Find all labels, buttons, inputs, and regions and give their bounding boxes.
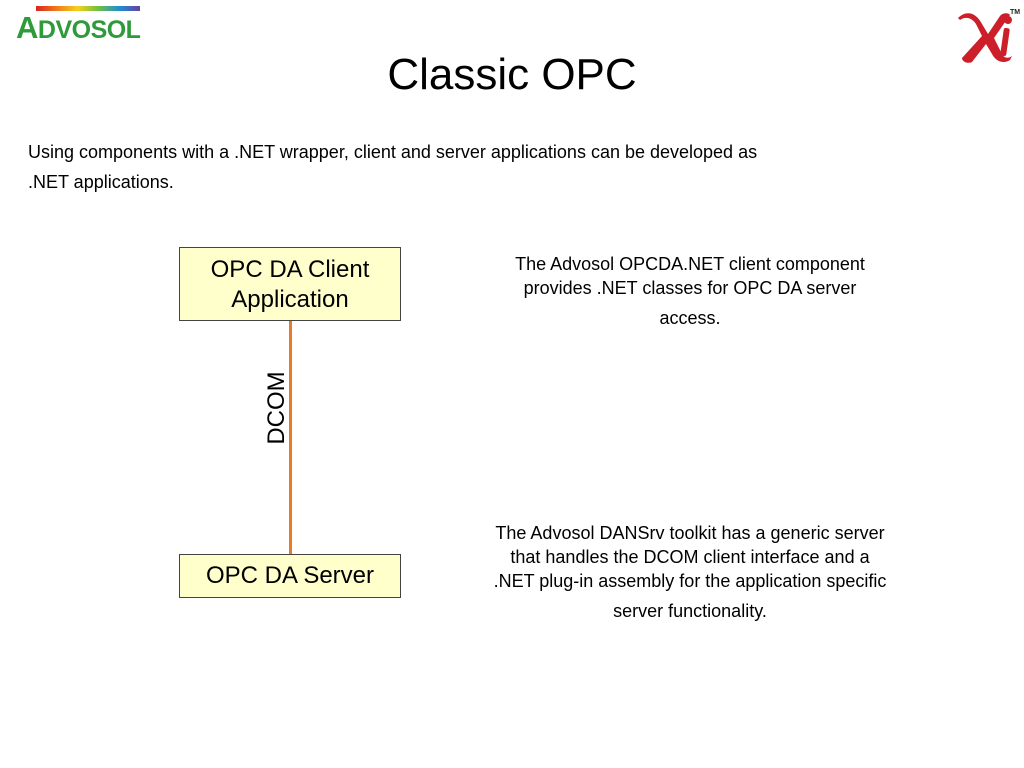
slide-title: Classic OPC (387, 50, 637, 99)
client-note-line-3: access. (659, 308, 721, 328)
dcom-connector-line (289, 321, 292, 554)
advosol-wordmark: ADVOSOL (16, 10, 141, 45)
server-note-line-1: The Advosol DANSrv toolkit has a generic… (495, 523, 885, 543)
client-note-line-2: provides .NET classes for OPC DA server (523, 278, 857, 298)
dcom-label: DCOM (263, 371, 290, 445)
intro-text-line-1: Using components with a .NET wrapper, cl… (28, 142, 758, 162)
server-note-line-2: that handles the DCOM client interface a… (510, 547, 870, 567)
opc-da-client-box: OPC DA Client Application (179, 247, 401, 321)
server-note-line-3: .NET plug-in assembly for the applicatio… (493, 571, 887, 591)
client-note-line-1: The Advosol OPCDA.NET client component (515, 254, 865, 274)
client-box-line-2: Application (231, 286, 349, 313)
intro-text-line-2: .NET applications. (28, 172, 174, 192)
xi-logo-graphic: TM (958, 9, 1020, 63)
xi-logo: TM (952, 4, 1022, 66)
server-box-label: OPC DA Server (205, 562, 375, 589)
rainbow-bar (36, 6, 140, 11)
client-component-note: The Advosol OPCDA.NET client component p… (440, 252, 940, 330)
opc-da-server-box: OPC DA Server (179, 554, 401, 598)
server-toolkit-note: The Advosol DANSrv toolkit has a generic… (440, 521, 940, 623)
advosol-logo: ADVOSOL (16, 6, 141, 45)
client-box-line-1: OPC DA Client (210, 256, 370, 283)
server-note-line-4: server functionality. (613, 601, 767, 621)
trademark-mark: TM (1010, 9, 1020, 16)
